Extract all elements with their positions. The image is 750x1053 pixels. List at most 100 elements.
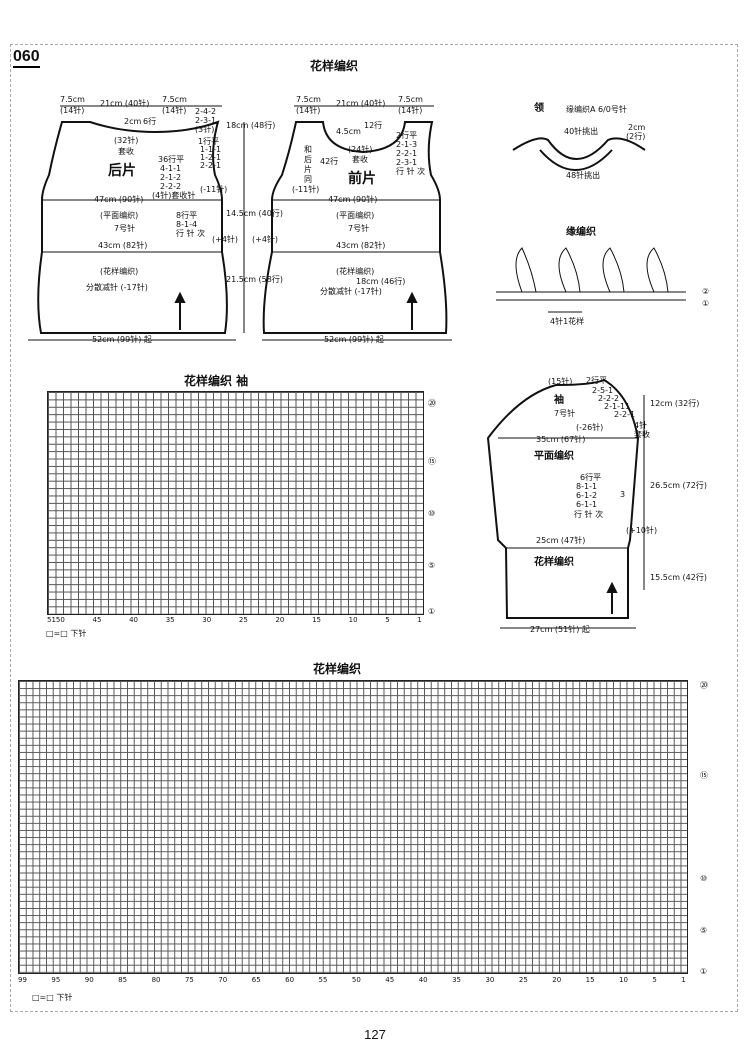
front-shoulder-left-sts: (14针): [296, 106, 321, 115]
front-hem: 52cm (99针) 起: [324, 335, 384, 344]
body-x-tick: 1: [681, 976, 686, 984]
back-width-47: 47cm (90针): [94, 195, 144, 204]
sleeve-x-tick: 25: [238, 616, 248, 624]
body-row-mark: ⑳: [700, 681, 708, 690]
front-shoulder-right: 7.5cm: [398, 95, 423, 104]
back-hem: 52cm (99针) 起: [92, 335, 152, 344]
body-x-tick: 60: [285, 976, 295, 984]
sleeve-minus-26: (-26针): [576, 423, 604, 432]
sleeve-x-tick: 35: [165, 616, 175, 624]
sleeve-x-tick: 5150: [47, 616, 65, 624]
sleeve-height: 26.5cm (72行): [650, 481, 707, 490]
sleeve-cast-off-2: 套收: [634, 430, 650, 439]
body-x-tick: 10: [619, 976, 628, 984]
neckband-outline: [512, 137, 646, 160]
front-piece-outline: [262, 121, 448, 334]
front-needle: 7号针: [348, 224, 370, 233]
sleeve-top-sts: (15针): [548, 377, 573, 386]
page-frame: [10, 44, 738, 1012]
body-chart-title: 花样编织: [313, 662, 362, 676]
back-armhole-dec-3: 1-2-1: [200, 153, 222, 162]
back-shoulder-right-sts: (14针): [162, 106, 187, 115]
sleeve-cap-dec-1: 2-5-1: [592, 386, 614, 395]
back-armhole-rows-title: 36行平: [158, 155, 185, 164]
back-armhole-cast-off: (4针)套收针: [152, 191, 196, 200]
body-chart-grid: [18, 680, 688, 974]
sleeve-x-tick: 20: [275, 616, 285, 624]
body-chart-x-ticks: 99 95 90 85 80 75 70 65 60 55 50 45 40 3…: [18, 976, 686, 984]
sleeve-legend-text: □=□ 下针: [46, 629, 87, 638]
front-shoulder-left: 7.5cm: [296, 95, 321, 104]
body-x-tick: 85: [118, 976, 128, 984]
body-x-tick: 5: [652, 976, 657, 984]
edging-row-1: ①: [702, 299, 710, 308]
neckband-pattern: 缘编织A 6/0号针: [566, 105, 627, 114]
back-waist-height: 14.5cm (40行): [226, 209, 283, 218]
back-armhole-rows-1: 4-1-1: [160, 164, 182, 173]
front-cast-off: 套收: [352, 155, 368, 164]
front-neck-width: 21cm (40针): [336, 99, 386, 108]
body-row-mark: ⑮: [700, 771, 708, 780]
sleeve-inc-title: 6行平: [580, 473, 602, 482]
back-armhole-dec-1: 1行平: [198, 137, 220, 146]
back-shoulder-right: 7.5cm: [162, 95, 187, 104]
back-neck-rows: 6行: [143, 117, 157, 126]
schematic-title: 花样编织: [310, 59, 359, 73]
sleeve-cast-off-1: 4针: [634, 421, 648, 430]
sleeve-inc-3: 6-1-1: [576, 500, 598, 509]
sleeve-x-tick: 15: [312, 616, 321, 624]
sleeve-chart-title: 花样编织 袖: [184, 374, 249, 388]
front-armhole-rows: 42行: [320, 157, 339, 166]
sleeve-x-tick: 1: [417, 616, 422, 624]
front-shoulder-right-sts: (14针): [398, 106, 423, 115]
body-row-mark: ⑤: [700, 926, 708, 935]
front-cast-off-sts: (24针): [348, 145, 373, 154]
back-shoulder-dec-2: 2-3-1: [195, 116, 217, 125]
sleeve-lace: 花样编织: [534, 557, 574, 568]
front-armhole-note-3: 片: [304, 165, 312, 174]
sleeve-x-tick: 10: [348, 616, 358, 624]
sleeve-x-tick: 5: [385, 616, 390, 624]
sleeve-width-25: 25cm (47针): [536, 536, 586, 545]
front-neck-dec-3: 2-2-1: [396, 149, 418, 158]
front-skirt-height: 18cm (46行): [356, 277, 406, 286]
body-x-tick: 90: [84, 976, 94, 984]
body-x-tick: 35: [452, 976, 461, 984]
back-width-43: 43cm (82针): [98, 241, 148, 250]
body-x-tick: 20: [552, 976, 562, 984]
back-lace: (花样编织): [100, 267, 139, 276]
back-shoulder-left: 7.5cm: [60, 95, 85, 104]
sleeve-cap-height: 12cm (32行): [650, 399, 700, 408]
neckband-rows: (2行): [626, 132, 646, 141]
back-plus-4: (+4针): [212, 235, 239, 244]
back-piece-outline: [37, 120, 228, 334]
back-cast-off-sts: (32针): [114, 136, 139, 145]
sleeve-name: 袖: [554, 395, 564, 406]
sleeve-stockinette: 平面编织: [534, 451, 574, 462]
body-x-tick: 65: [251, 976, 261, 984]
sleeve-outline: [486, 378, 640, 619]
front-neck-dec-2: 2-1-3: [396, 140, 418, 149]
sleeve-cuff: 27cm (51针) 起: [530, 625, 590, 634]
sleeve-width-35: 35cm (67针): [536, 435, 586, 444]
body-row-mark: ⑩: [700, 874, 708, 883]
sleeve-cap-dec-2: 2-2-2: [598, 394, 620, 403]
edging-chart: [496, 247, 686, 313]
neckband-back-pickup: 48针挑出: [566, 171, 601, 180]
sleeve-cuff-height: 15.5cm (42行): [650, 573, 707, 582]
back-scatter-dec: 分散减针 (-17针): [86, 283, 148, 292]
back-armhole-rows-3: 2-2-2: [160, 182, 182, 191]
back-neck-depth: 2cm: [124, 117, 142, 126]
front-neck-dec-4: 2-3-1: [396, 158, 418, 167]
body-x-tick: 45: [385, 976, 395, 984]
back-stockinette: (平面编织): [100, 211, 139, 220]
sleeve-chart-x-ticks: 5150 45 40 35 30 25 20 15 10 5 1: [47, 616, 422, 624]
sleeve-row-mark: ⑩: [428, 509, 436, 518]
sleeve-plus-10: (+10针): [626, 526, 658, 535]
back-armhole-dec-2: 1-1-1: [200, 145, 222, 154]
body-x-tick: 50: [351, 976, 361, 984]
body-x-tick: 95: [51, 976, 61, 984]
sleeve-row-mark: ⑮: [428, 457, 436, 466]
pattern-number: 060: [13, 48, 40, 68]
